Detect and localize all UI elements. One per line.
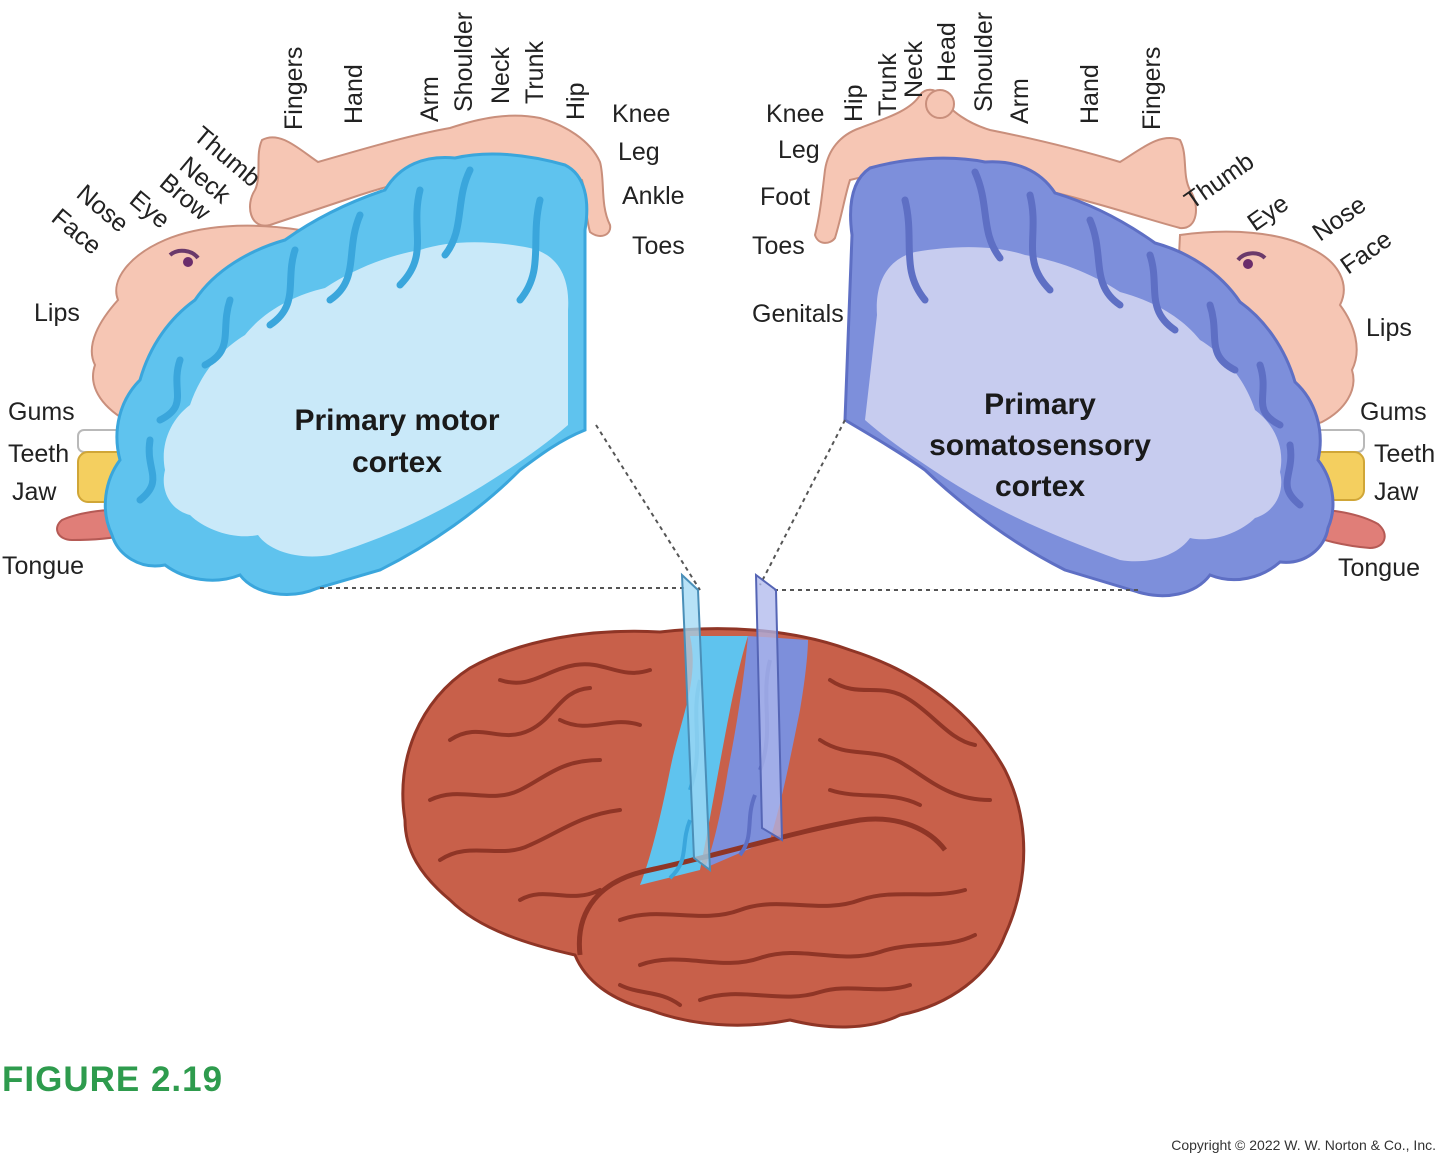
motor-label-fingers: Fingers bbox=[280, 47, 308, 130]
sensory-label-hand: Hand bbox=[1076, 64, 1104, 124]
motor-label-trunk: Trunk bbox=[521, 41, 549, 104]
sensory-label-toes: Toes bbox=[752, 232, 805, 260]
motor-label-lips: Lips bbox=[34, 299, 80, 327]
sensory-label-eye: Eye bbox=[1242, 189, 1293, 237]
sensory-cortex-section: Primary somatosensory cortex Hip Trunk N… bbox=[752, 12, 1435, 598]
sensory-label-genitals: Genitals bbox=[752, 300, 844, 328]
sensory-label-lips: Lips bbox=[1366, 314, 1412, 342]
motor-slice-plane bbox=[680, 572, 712, 873]
motor-label-leg: Leg bbox=[618, 138, 660, 166]
motor-title-line-2: cortex bbox=[352, 446, 442, 479]
copyright-notice: Copyright © 2022 W. W. Norton & Co., Inc… bbox=[1171, 1137, 1436, 1153]
sensory-label-tongue: Tongue bbox=[1338, 554, 1420, 582]
motor-label-hand: Hand bbox=[340, 64, 368, 124]
motor-label-toes: Toes bbox=[632, 232, 685, 260]
motor-label-tongue: Tongue bbox=[2, 552, 84, 580]
motor-cortex-inner bbox=[163, 242, 569, 557]
sensory-title-line-3: cortex bbox=[995, 470, 1085, 503]
sensory-label-face: Face bbox=[1335, 225, 1397, 280]
brain-sensory-strip bbox=[705, 636, 808, 868]
brain-outline bbox=[401, 627, 1026, 1029]
motor-title-line-1: Primary motor bbox=[294, 404, 499, 437]
sensory-title-line-2: somatosensory bbox=[929, 429, 1151, 462]
sensory-title-line-1: Primary bbox=[984, 388, 1096, 421]
sensory-label-shoulder: Shoulder bbox=[970, 12, 998, 112]
sensory-label-teeth: Teeth bbox=[1374, 440, 1435, 468]
motor-cortex-section: Primary motor cortex Fingers Hand Arm Sh… bbox=[2, 12, 685, 596]
brain-lateral-view bbox=[401, 627, 1026, 1029]
slice-planes bbox=[680, 572, 784, 873]
sensory-label-trunk: Trunk bbox=[874, 53, 902, 116]
motor-label-hip: Hip bbox=[562, 82, 590, 120]
sensory-label-hip: Hip bbox=[840, 84, 868, 122]
connector-lines bbox=[320, 419, 1138, 591]
sensory-label-fingers: Fingers bbox=[1138, 47, 1166, 130]
sensory-label-leg: Leg bbox=[778, 136, 820, 164]
motor-label-arm: Arm bbox=[416, 76, 444, 122]
sensory-label-head: Head bbox=[933, 22, 961, 82]
sensory-label-arm: Arm bbox=[1006, 78, 1034, 124]
figure-label: FIGURE 2.19 bbox=[2, 1060, 224, 1099]
motor-label-jaw: Jaw bbox=[12, 478, 57, 506]
sensory-label-knee: Knee bbox=[766, 100, 824, 128]
sensory-label-neck: Neck bbox=[900, 41, 928, 98]
motor-label-knee: Knee bbox=[612, 100, 670, 128]
sensory-label-thumb: Thumb bbox=[1179, 147, 1259, 215]
sensory-label-foot: Foot bbox=[760, 183, 810, 211]
sensory-homunculus-head bbox=[925, 89, 955, 119]
motor-label-neck-top: Neck bbox=[487, 47, 515, 104]
motor-label-shoulder: Shoulder bbox=[450, 12, 478, 112]
sensory-slice-plane bbox=[754, 572, 784, 842]
sensory-cortex-inner bbox=[865, 247, 1282, 562]
motor-label-teeth: Teeth bbox=[8, 440, 69, 468]
sensory-label-gums: Gums bbox=[1360, 398, 1427, 426]
motor-label-gums: Gums bbox=[8, 398, 75, 426]
sensory-label-jaw: Jaw bbox=[1374, 478, 1419, 506]
motor-label-ankle: Ankle bbox=[622, 182, 685, 210]
